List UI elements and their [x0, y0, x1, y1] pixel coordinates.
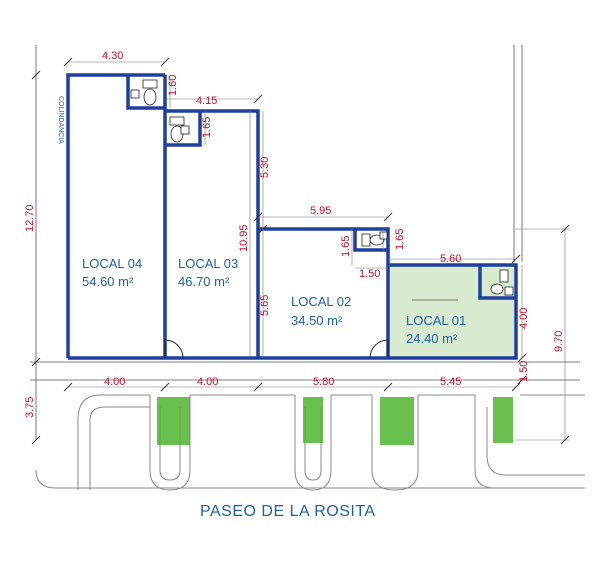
dim-top-local03: 4.15 — [196, 95, 217, 107]
local02-name: LOCAL 02 — [291, 294, 351, 309]
planter — [157, 397, 190, 445]
dim-bath-02a: 1.65 — [340, 236, 352, 257]
dim-local02-step: 5.30 — [259, 157, 271, 178]
dim-bath-04: 1.60 — [167, 75, 179, 96]
door-icon — [164, 339, 389, 359]
local01-area: 24.40 m² — [406, 331, 458, 346]
local03-name: LOCAL 03 — [178, 256, 238, 271]
planter — [493, 397, 513, 443]
dim-local03-depth: 10.95 — [238, 224, 250, 252]
local01-fill — [388, 265, 516, 358]
local03-area: 46.70 m² — [178, 274, 230, 289]
dimension-labels: 4.30 4.15 5.95 5.60 1.60 1.65 1.65 1.65 … — [24, 50, 565, 418]
dim-left-total: 12.70 — [24, 204, 36, 232]
neighbor-label: COLINDANCIA — [57, 96, 64, 144]
walls — [66, 73, 518, 360]
sink-icon — [130, 89, 514, 296]
dim-bath-02c: 1.50 — [359, 268, 380, 280]
dim-left-sidewalk: 3.75 — [24, 397, 36, 418]
street-name: PASEO DE LA ROSITA — [200, 503, 376, 520]
toilet-icon — [142, 79, 509, 295]
local01-name: LOCAL 01 — [406, 313, 466, 328]
dim-top-local01: 5.60 — [440, 253, 461, 265]
dim-front-local01: 5.45 — [440, 376, 461, 388]
planter — [380, 397, 414, 445]
local04-area: 54.60 m² — [82, 274, 134, 289]
planter — [303, 397, 323, 443]
unit-labels: LOCAL 04 54.60 m² LOCAL 03 46.70 m² LOCA… — [82, 256, 466, 346]
local02-area: 34.50 m² — [291, 313, 343, 328]
dim-bath-03: 1.65 — [201, 117, 213, 138]
dimension-lines — [31, 57, 570, 445]
dim-front-local04: 4.00 — [104, 376, 125, 388]
dim-right-front: 1.50 — [518, 361, 530, 382]
dim-right-total: 9.70 — [553, 331, 565, 352]
dim-top-local02: 5.95 — [310, 205, 331, 217]
local04-name: LOCAL 04 — [82, 256, 142, 271]
dim-local01-depth: 4.00 — [518, 308, 530, 329]
dim-bath-02b: 1.65 — [394, 229, 406, 250]
dim-front-local02: 5.80 — [313, 376, 334, 388]
sidewalk-curb — [35, 394, 585, 491]
dim-top-local04: 4.30 — [102, 50, 123, 62]
planters — [157, 397, 513, 445]
dim-front-local03: 4.00 — [197, 376, 218, 388]
dim-local02-depth: 5.65 — [259, 295, 271, 316]
